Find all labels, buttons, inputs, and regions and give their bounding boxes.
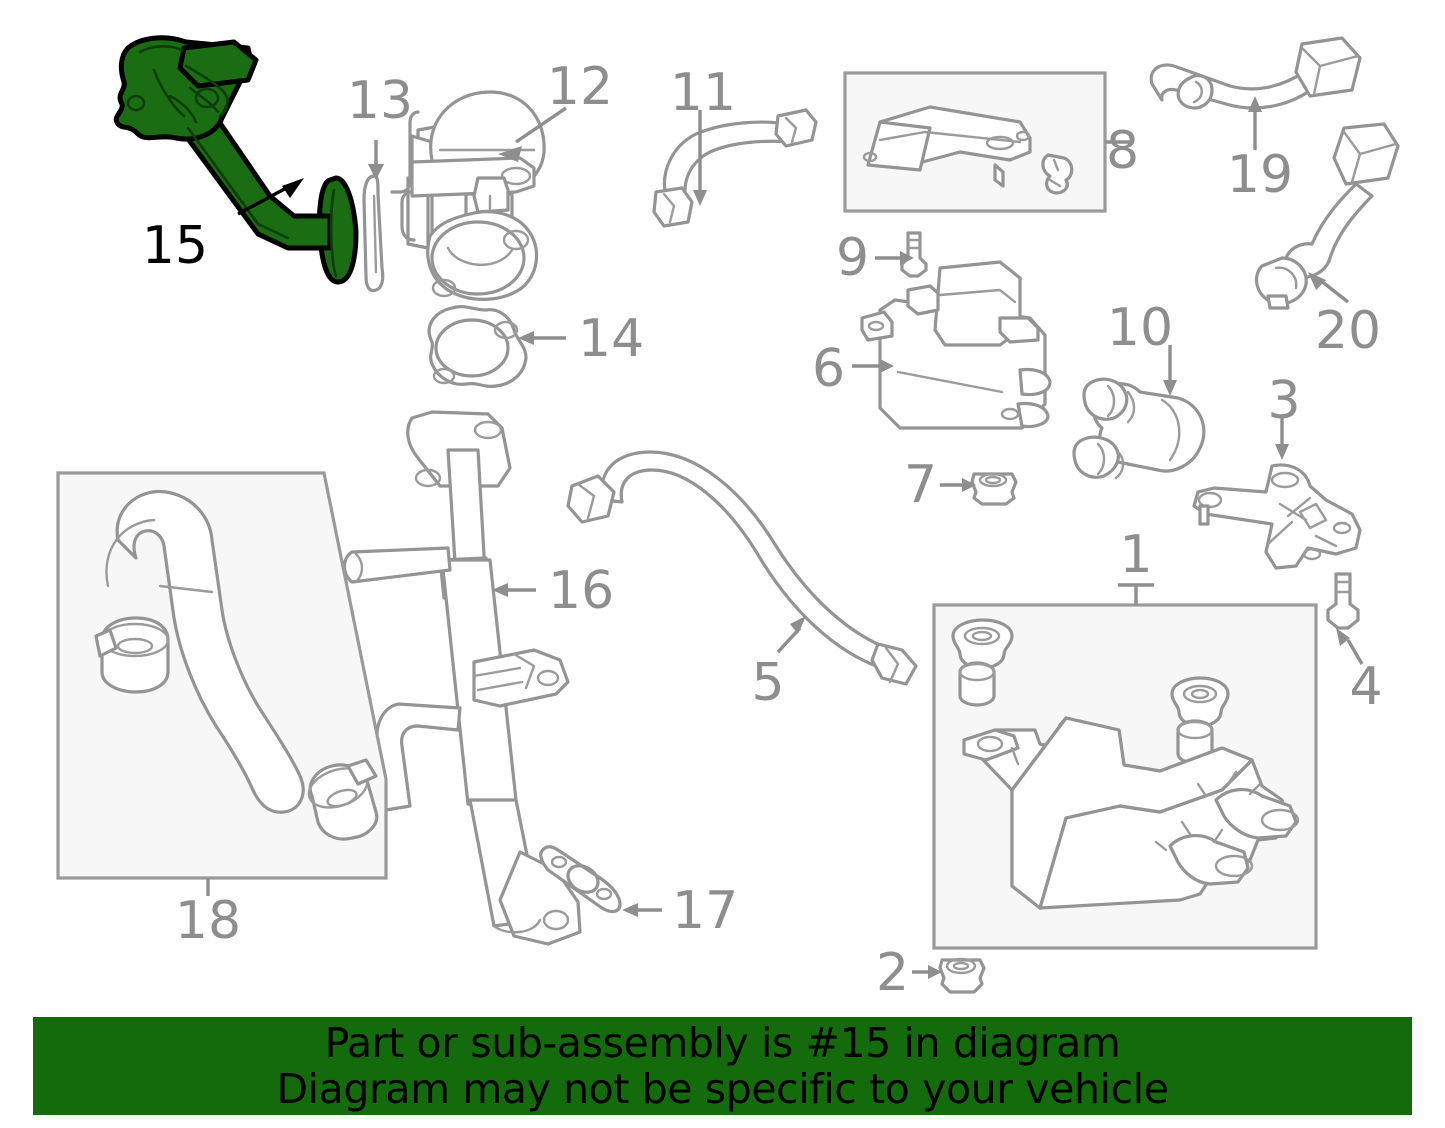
part-13-tube-gasket: 13 [347, 71, 413, 293]
callout-label-16: 16 [548, 561, 614, 621]
part-10-hose-elbow: 10 [1072, 298, 1206, 480]
part-16-egr-cooler-tube: 16 [342, 410, 614, 946]
group-box-1: 1 [932, 525, 1318, 950]
group-box-18: 18 [56, 471, 388, 951]
callout-label-14: 14 [578, 309, 644, 369]
part-14-gasket: 14 [427, 305, 644, 389]
part-11-vapor-hose-short: 11 [652, 63, 818, 228]
callout-label-4: 4 [1349, 657, 1382, 717]
part-4-bolt: 4 [1326, 572, 1383, 717]
callout-label-7: 7 [904, 455, 937, 515]
callout-label-13: 13 [347, 71, 413, 131]
part-20-oxygen-sensor: 20 [1254, 122, 1400, 361]
group-box-8: 8 [843, 71, 1139, 213]
callout-label-17: 17 [672, 881, 738, 941]
part-5-vapor-hose-long: 5 [566, 450, 918, 713]
part-7-grommet: 7 [904, 455, 1018, 515]
part-12-egr-valve: 12 [390, 57, 613, 301]
callout-label-15: 15 [142, 216, 208, 276]
callout-label-5: 5 [751, 653, 784, 713]
part-2-nut: 2 [876, 943, 986, 1003]
part-6-module: 6 [812, 260, 1052, 430]
part-15-egr-tube-highlighted: 15 [113, 35, 359, 285]
part-9-bolt: 9 [836, 228, 928, 288]
callout-label-19: 19 [1227, 145, 1293, 205]
callout-label-20: 20 [1315, 301, 1381, 361]
banner-line-1: Part or sub-assembly is #15 in diagram [324, 1019, 1121, 1067]
callout-label-10: 10 [1107, 298, 1173, 358]
callout-label-2: 2 [876, 943, 909, 1003]
callout-label-3: 3 [1267, 371, 1300, 431]
callout-label-18: 18 [175, 891, 241, 951]
part-3-bracket: 3 [1192, 371, 1362, 570]
callout-label-8: 8 [1106, 121, 1139, 181]
notice-banner: Part or sub-assembly is #15 in diagram D… [33, 1017, 1412, 1115]
callout-label-11: 11 [670, 63, 736, 123]
banner-line-2: Diagram may not be specific to your vehi… [276, 1065, 1169, 1113]
callout-label-1: 1 [1119, 525, 1152, 585]
callout-label-6: 6 [812, 339, 845, 399]
part-19-oxygen-sensor: 19 [1149, 36, 1362, 205]
callout-label-12: 12 [547, 57, 613, 117]
callout-label-9: 9 [836, 228, 869, 288]
part-17-manifold-gasket: 17 [539, 845, 738, 941]
